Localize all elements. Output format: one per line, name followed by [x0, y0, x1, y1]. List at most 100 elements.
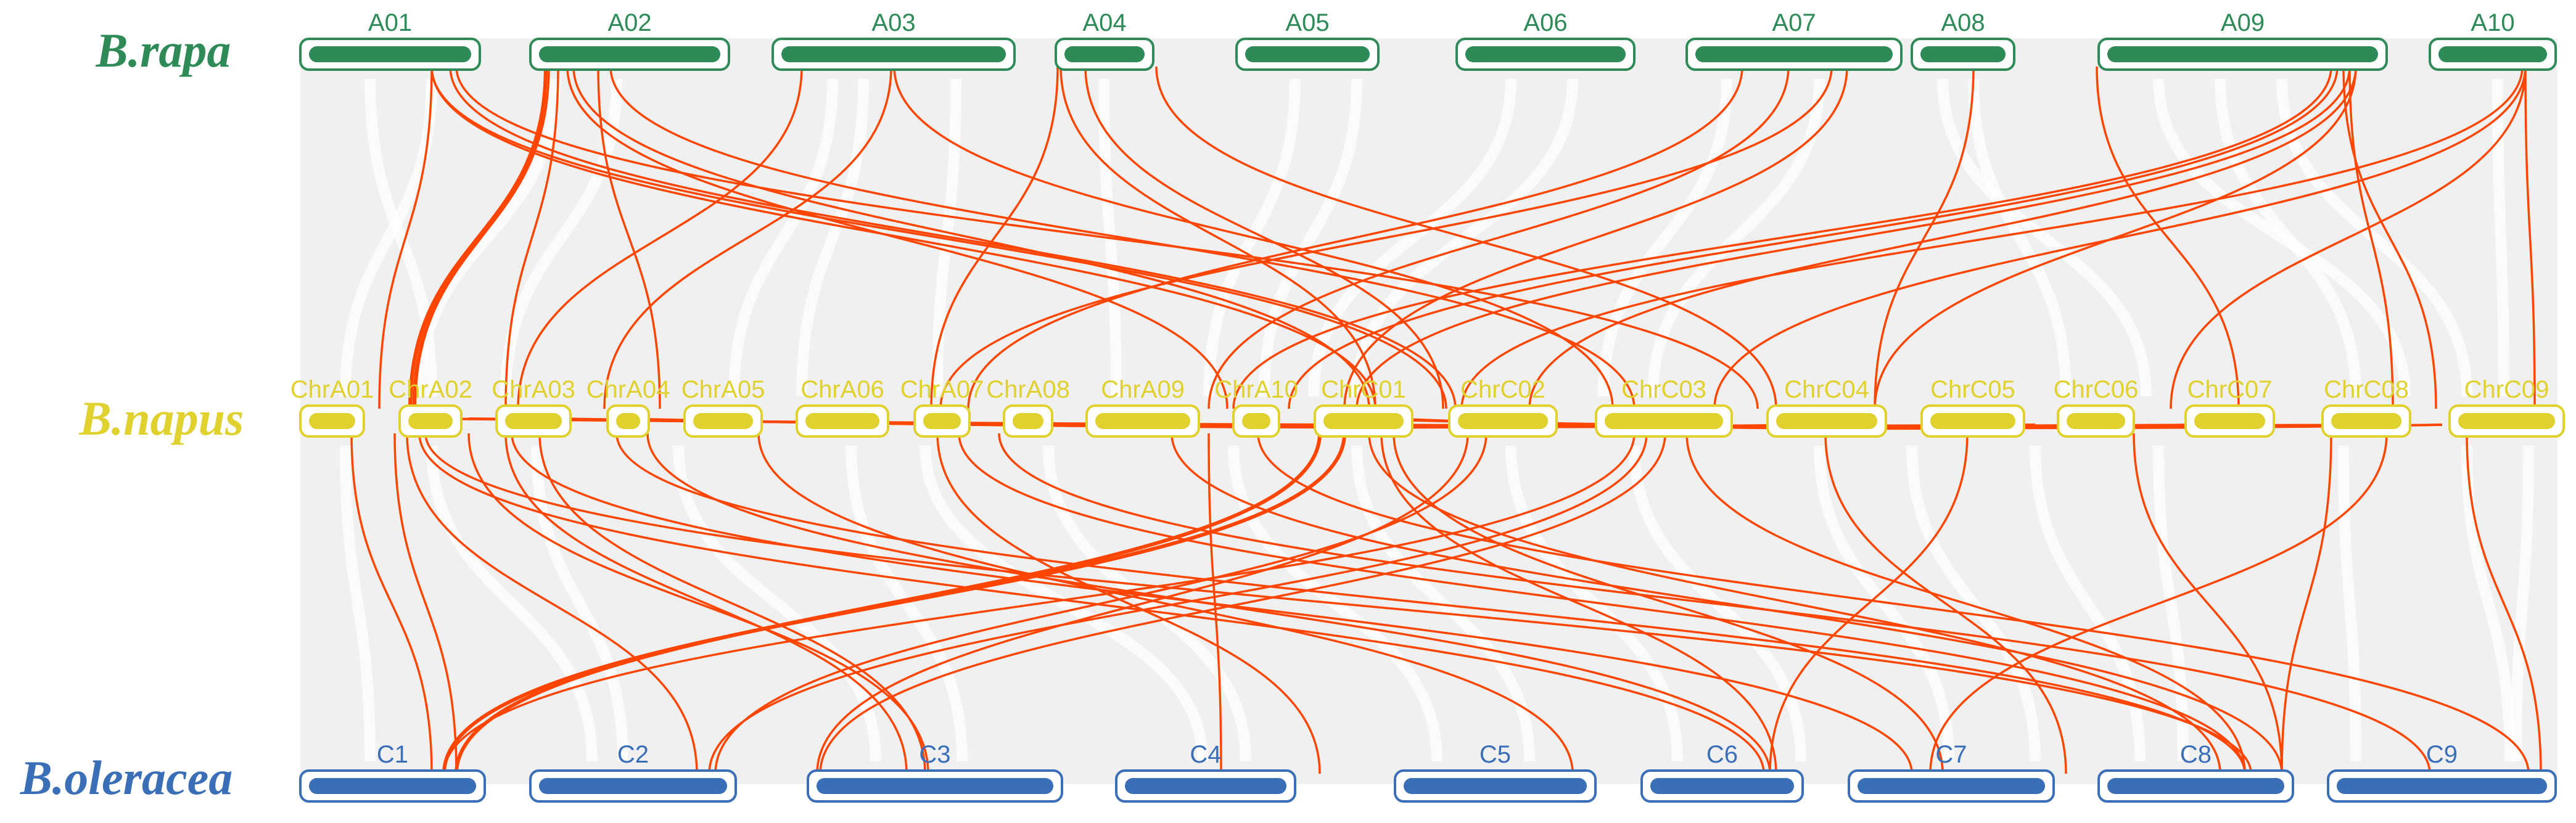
chromosome-rapa-A04: A04 — [1055, 9, 1154, 71]
collinear-link-napus-oleracea — [467, 433, 929, 774]
chromosome-label: C9 — [2426, 741, 2458, 768]
chromosome-label: C4 — [1190, 741, 1221, 768]
collinear-link-rapa-napus — [2170, 66, 2527, 409]
background-ribbon — [2492, 78, 2509, 397]
background-ribbon — [2030, 445, 2146, 762]
collinear-link-rapa-napus — [1713, 66, 2527, 409]
chromosome-label: A03 — [871, 9, 915, 36]
chromosome-label: C1 — [377, 741, 408, 768]
chromosome-label: A06 — [1523, 9, 1567, 36]
collinear-link-napus-oleracea — [350, 433, 433, 774]
chromosome-body — [2107, 778, 2284, 794]
collinear-link-napus-oleracea — [2133, 433, 2283, 774]
background-ribbon — [1937, 78, 2152, 397]
chromosome-label: ChrC02 — [1460, 376, 1545, 403]
chromosome-body — [1930, 413, 2015, 429]
chromosome-body — [1404, 778, 1587, 794]
chromosome-napus-ChrC03: ChrC03 — [1595, 376, 1733, 438]
species-label-napus: B.napus — [79, 391, 244, 445]
background-ribbon — [1351, 445, 1535, 762]
collinear-link-napus-oleracea — [2281, 433, 2332, 774]
background-ribbon — [846, 445, 968, 762]
chromosome-body — [817, 778, 1053, 794]
chromosome-label: ChrA07 — [900, 376, 984, 403]
collinear-link-napus-oleracea — [406, 433, 698, 774]
species-label-rapa: B.rapa — [96, 23, 231, 77]
chromosome-rapa-A01: A01 — [299, 9, 481, 71]
chromosome-napus-ChrC04: ChrC04 — [1766, 376, 1887, 438]
chromosome-body — [781, 46, 1006, 62]
background-ribbon — [1043, 445, 1251, 762]
chromosome-label: ChrC01 — [1321, 376, 1406, 403]
collinear-link-rapa-napus — [378, 66, 433, 409]
chromosome-napus-ChrA06: ChrA06 — [796, 376, 889, 438]
collinear-link-rapa-napus — [893, 66, 1614, 409]
chromosome-napus-ChrC01: ChrC01 — [1314, 376, 1414, 438]
chromosome-label: A02 — [607, 9, 651, 36]
collinear-link-rapa-napus — [1208, 66, 1790, 409]
chromosome-label: A04 — [1082, 9, 1126, 36]
chromosome-label: A01 — [368, 9, 412, 36]
collinear-link-napus-oleracea — [757, 433, 1574, 774]
collinear-link-rapa-napus — [449, 66, 1457, 409]
chromosome-label: C8 — [2180, 741, 2212, 768]
chromosome-body — [1245, 46, 1370, 62]
chromosome-label: ChrA08 — [986, 376, 1070, 403]
background-ribbon — [2461, 445, 2516, 762]
chromosome-label: ChrC09 — [2464, 376, 2549, 403]
chromosome-rapa-A05: A05 — [1235, 9, 1380, 71]
chromosome-napus-ChrA07: ChrA07 — [900, 376, 984, 438]
collinear-link-napus-oleracea — [1380, 433, 1777, 774]
collinear-link-napus-oleracea — [424, 433, 2252, 774]
chromosome-label: A10 — [2471, 9, 2514, 36]
chromosome-body — [1242, 413, 1270, 429]
collinear-link-rapa-napus — [2342, 66, 2437, 409]
chromosome-body — [2194, 413, 2265, 429]
chromosome-napus-ChrA09: ChrA09 — [1085, 376, 1200, 438]
chromosome-label: ChrC08 — [2324, 376, 2409, 403]
chromosome-label: A08 — [1941, 9, 1985, 36]
background-ribbon — [1906, 445, 2041, 762]
chromosome-label: C5 — [1479, 741, 1511, 768]
chromosome-oleracea-C6: C6 — [1640, 741, 1804, 803]
collinear-link-napus-oleracea — [1929, 433, 2388, 774]
background-ribbon — [2153, 445, 2189, 762]
chromosome-label: A05 — [1285, 9, 1329, 36]
chromosome-body — [1465, 46, 1626, 62]
collinear-link-rapa-napus — [1232, 66, 2332, 409]
collinear-link-napus-oleracea — [816, 433, 1469, 774]
chromosome-body — [1605, 413, 1723, 429]
chromosome-label: C3 — [919, 741, 950, 768]
chromosome-body — [539, 778, 727, 794]
collinear-link-napus-oleracea — [1685, 433, 2246, 774]
chromosome-napus-ChrC02: ChrC02 — [1448, 376, 1558, 438]
background-ribbon — [340, 445, 376, 762]
chromosome-label: ChrA06 — [800, 376, 884, 403]
chromosome-oleracea-C3: C3 — [807, 741, 1063, 803]
chromosome-label: ChrC05 — [1930, 376, 2015, 403]
chromosome-label: ChrC03 — [1621, 376, 1706, 403]
chromosome-body — [1650, 778, 1794, 794]
chromosome-napus-ChrC07: ChrC07 — [2184, 376, 2275, 438]
background-ribbon — [1968, 78, 2072, 397]
background-ribbon — [920, 445, 1208, 762]
collinear-link-rapa-napus — [1874, 66, 1975, 409]
collinear-link-napus-oleracea — [1393, 433, 1944, 774]
chromosome-rapa-A02: A02 — [529, 9, 730, 71]
chromosome-body — [2458, 413, 2555, 429]
collinear-link-napus-oleracea — [1769, 433, 1969, 774]
collinear-link-rapa-napus — [1288, 66, 2339, 409]
collinear-link-rapa-napus — [1155, 66, 1777, 409]
chromosome-body — [1125, 778, 1286, 794]
chromosome-label: A07 — [1772, 9, 1816, 36]
collinear-link-rapa-napus — [1084, 66, 1444, 409]
background-ribbon — [1259, 78, 1362, 397]
background-ribbon — [796, 78, 869, 397]
collinear-link-rapa-napus — [967, 66, 1743, 409]
chromosome-body — [309, 778, 476, 794]
background-ribbon — [531, 445, 628, 762]
chromosome-body — [2337, 778, 2547, 794]
chromosome-label: C2 — [617, 741, 649, 768]
